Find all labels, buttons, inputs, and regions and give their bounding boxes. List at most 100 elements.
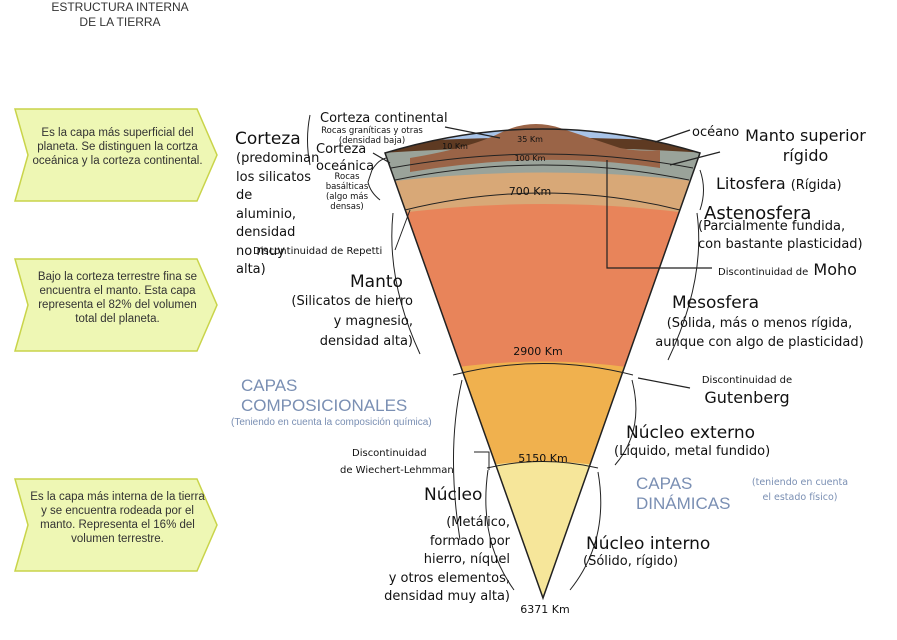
arrow-repetti bbox=[394, 209, 411, 251]
desc-corteza-continental: Rocas graníticas y otras (densidad baja) bbox=[318, 126, 426, 146]
depth-10km: 10 Km bbox=[442, 142, 468, 151]
label-corteza-oceanica-line: oceánica bbox=[316, 159, 375, 174]
callout-nucleo: Es la capa más interna de la tierra y se… bbox=[14, 478, 219, 572]
label-astenosfera: Astenosfera bbox=[704, 203, 812, 224]
brace-corteza-continental bbox=[307, 114, 311, 166]
depth-100km: 100 Km bbox=[514, 154, 546, 163]
arrow-gutenberg bbox=[637, 377, 691, 389]
capas-dinamicas-note-line: el estado físico) bbox=[762, 492, 838, 503]
label-discontinuidad-gutenberg: Discontinuidad de Gutenberg bbox=[692, 374, 802, 408]
title-line-2: DE LA TIERRA bbox=[79, 15, 161, 29]
capas-dinamicas-line: CAPAS bbox=[636, 474, 693, 493]
label-oceano: océano bbox=[692, 125, 740, 140]
label-nucleo: Núcleo bbox=[424, 485, 483, 505]
desc-corteza-line: no muy alta) bbox=[236, 243, 285, 278]
desc-corteza-line: densidad bbox=[236, 225, 296, 240]
arrow-wiechert bbox=[474, 451, 490, 470]
astenosfera-desc-line: (Parcialmente fundida, bbox=[698, 219, 846, 234]
boundary-5150km bbox=[486, 461, 599, 469]
continent-shape bbox=[410, 124, 660, 172]
brace-nucleo-interno bbox=[569, 471, 602, 591]
wiechert-line: de Wiechert-Lehmman bbox=[340, 465, 454, 476]
wiechert-line: Discontinuidad bbox=[352, 448, 427, 459]
capas-dinamicas-note-line: (teniendo en cuenta bbox=[751, 477, 849, 488]
depth-35km: 35 Km bbox=[517, 135, 543, 144]
arrow-manto-superior bbox=[669, 151, 721, 166]
callout-arrow-shape bbox=[14, 108, 218, 202]
desc-nucleo-line: densidad muy alta) bbox=[384, 589, 510, 604]
astenosfera-desc-line: con bastante plasticidad) bbox=[698, 237, 863, 252]
desc-corteza-continental-line: Rocas graníticas y otras bbox=[321, 126, 423, 136]
desc-nucleo-line: formado por bbox=[429, 533, 510, 549]
brace-nucleo-outer bbox=[452, 379, 463, 541]
capas-composicionales-note: (Teniendo en cuenta la composición quími… bbox=[231, 417, 432, 428]
desc-corteza-oceanica-line: densas) bbox=[330, 202, 364, 212]
gutenberg-prefix: Discontinuidad de bbox=[701, 375, 793, 386]
brace-nucleo-externo bbox=[614, 379, 637, 466]
label-corteza: Corteza bbox=[235, 129, 301, 149]
litosfera-name: Litosfera bbox=[716, 174, 786, 193]
boundary-2900km bbox=[452, 363, 634, 376]
brace-nucleo-inner bbox=[485, 469, 515, 591]
label-mesosfera: Mesosfera bbox=[672, 293, 760, 313]
capas-composicionales-line: COMPOSICIONALES bbox=[241, 396, 408, 415]
capas-dinamicas-note: (teniendo en cuenta el estado físico) bbox=[745, 475, 855, 505]
label-corteza-oceanica-line: Corteza bbox=[316, 142, 367, 157]
capas-dinamicas-line: DINÁMICAS bbox=[636, 494, 731, 513]
label-nucleo-interno: Núcleo interno bbox=[586, 534, 711, 554]
desc-nucleo-line: y otros elementos, bbox=[388, 570, 510, 586]
capas-composicionales-title: CAPAS COMPOSICIONALES bbox=[241, 376, 407, 416]
desc-corteza-line: los silicatos bbox=[236, 169, 312, 185]
mesosfera-desc-line: aunque con algo de plasticidad) bbox=[655, 335, 864, 350]
arrow-corteza-continental bbox=[444, 126, 501, 139]
desc-corteza-oceanica-line: basálticas bbox=[325, 182, 369, 192]
depth-2900km: 2900 Km bbox=[513, 345, 563, 358]
desc-corteza-line: de aluminio, bbox=[236, 188, 297, 222]
label-discontinuidad-moho: Discontinuidad de Moho bbox=[718, 260, 857, 280]
desc-corteza-continental-line: (densidad baja) bbox=[338, 136, 406, 146]
arrow-oceano bbox=[654, 129, 691, 143]
brace-litosfera bbox=[699, 169, 704, 211]
desc-nucleo: (Metálico, formado por hierro, níquel y … bbox=[370, 514, 510, 607]
capas-dinamicas-title: CAPAS DINÁMICAS bbox=[636, 474, 730, 514]
capas-composicionales-line: CAPAS bbox=[241, 376, 298, 395]
manto-superior-line: rígido bbox=[782, 146, 829, 165]
label-discontinuidad-repetti: Discontinuidad de Repetti bbox=[253, 246, 383, 257]
label-manto-superior: Manto superior rígido bbox=[738, 126, 873, 166]
depth-6371km: 6371 Km bbox=[520, 603, 570, 616]
desc-mesosfera: (Sólida, más o menos rígida, aunque con … bbox=[652, 314, 867, 352]
label-manto: Manto bbox=[350, 272, 403, 292]
callout-corteza-text: Es la capa más superficial del planeta. … bbox=[32, 127, 203, 167]
callout-nucleo-text: Es la capa más interna de la tierra y se… bbox=[30, 491, 205, 545]
callout-manto-text: Bajo la corteza terrestre fina se encuen… bbox=[37, 271, 198, 325]
brace-corteza-oceanica bbox=[367, 157, 387, 201]
desc-manto: (Silicatos de hierro y magnesio, densida… bbox=[270, 292, 413, 352]
manto-superior-line: Manto superior bbox=[745, 126, 866, 145]
arrow-corteza-oceanica bbox=[372, 152, 391, 164]
desc-nucleo-externo: (Líquido, metal fundido) bbox=[614, 444, 771, 459]
depth-5150km: 5150 Km bbox=[518, 452, 568, 465]
label-discontinuidad-wiechert: Discontinuidad de Wiechert-Lehmman bbox=[340, 445, 480, 479]
mesosfera-desc-line: (Sólida, más o menos rígida, bbox=[666, 316, 853, 331]
arrow-moho bbox=[606, 160, 712, 269]
brace-manto bbox=[391, 212, 421, 355]
desc-nucleo-line: (Metálico, bbox=[446, 515, 510, 530]
diagram-title: ESTRUCTURA INTERNA DE LA TIERRA bbox=[0, 0, 240, 30]
label-corteza-continental: Corteza continental bbox=[320, 111, 448, 126]
desc-astenosfera: (Parcialmente fundida, con bastante plas… bbox=[698, 218, 863, 254]
label-litosfera: Litosfera (Rígida) bbox=[716, 174, 842, 195]
brace-mesosfera bbox=[667, 212, 700, 361]
desc-corteza-line: (predominan bbox=[236, 151, 320, 166]
callout-arrow-shape bbox=[14, 478, 218, 572]
litosfera-desc: (Rígida) bbox=[790, 178, 842, 193]
moho-name: Moho bbox=[813, 260, 857, 279]
boundary-100km bbox=[394, 164, 690, 181]
boundary-700km bbox=[404, 192, 681, 211]
callout-manto: Bajo la corteza terrestre fina se encuen… bbox=[14, 258, 219, 352]
label-nucleo-externo: Núcleo externo bbox=[626, 423, 756, 443]
desc-nucleo-interno: (Sólido, rígido) bbox=[583, 554, 679, 569]
desc-manto-line: y magnesio, bbox=[333, 314, 413, 329]
boundary-10km bbox=[390, 153, 694, 169]
depth-700km: 700 Km bbox=[508, 185, 552, 198]
